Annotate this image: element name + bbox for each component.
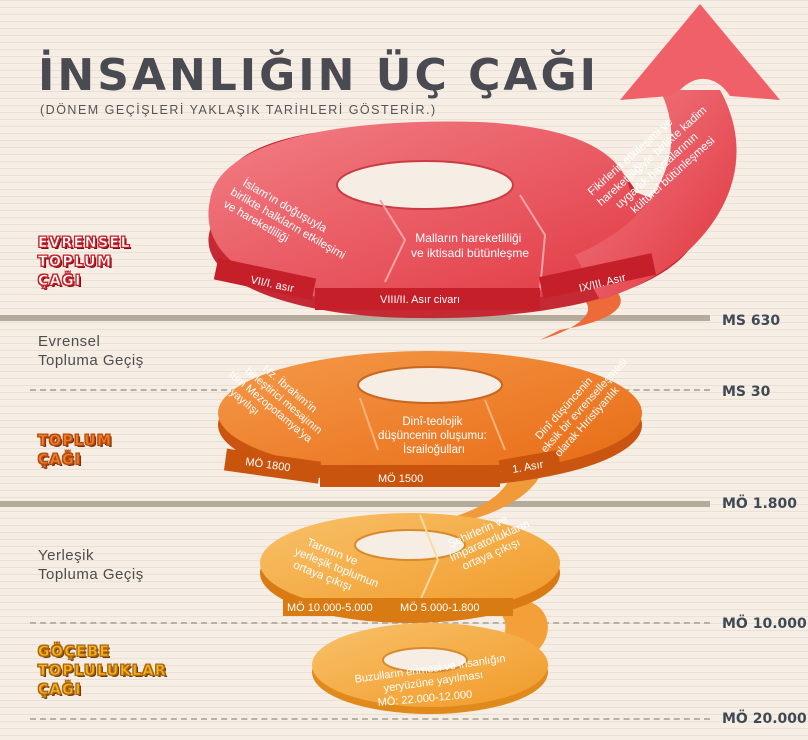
top-seg2-text: Malların hareketliliği ve iktisadi bütün… [411, 231, 529, 260]
divider-mo1800 [0, 501, 710, 507]
divider-ms630 [0, 315, 710, 321]
top-date-2: VIII/II. Asır civarı [380, 294, 460, 306]
marker-mo10000: MÖ 10.000 [722, 616, 807, 632]
lower-date-1: MÖ 10.000-5.000 [287, 602, 373, 614]
ring-top [208, 4, 780, 319]
arrow-head [620, 4, 780, 100]
middle-date-2: MÖ 1500 [378, 473, 423, 485]
lower-date-2: MÖ 5.000-1.800 [400, 602, 480, 614]
divider-mo10000 [30, 622, 710, 624]
middle-date-3: 1. Asır [511, 459, 544, 476]
page-title: İNSANLIĞIN ÜÇ ÇAĞI [38, 50, 599, 101]
page-subtitle: (DÖNEM GEÇİŞLERİ YAKLAŞIK TARİHLERİ GÖST… [40, 103, 437, 117]
marker-mo20000: MÖ 20.000 [722, 711, 807, 727]
ring-middle [218, 351, 642, 487]
divider-mo20000 [30, 718, 710, 720]
marker-ms630: MS 630 [722, 313, 781, 329]
marker-mo1800: MÖ 1.800 [722, 496, 797, 512]
middle-seg2-text: Dinî-teolojik düşüncenin oluşumu: İsrail… [378, 416, 490, 456]
ring-lower [260, 513, 560, 623]
ring-bottom [312, 623, 548, 714]
marker-ms30: MS 30 [722, 384, 771, 400]
arrow-tail [575, 90, 737, 300]
